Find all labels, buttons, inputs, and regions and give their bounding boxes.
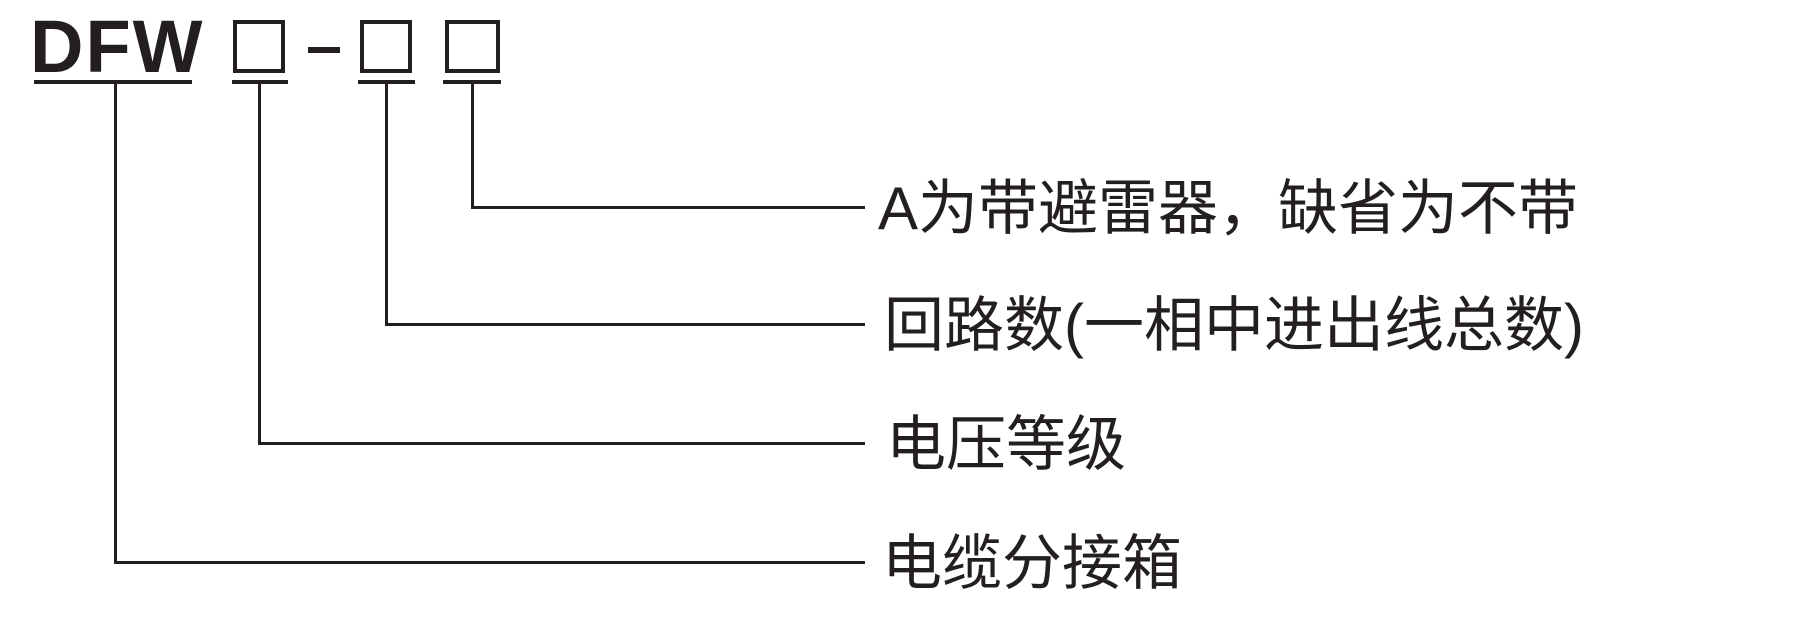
placeholder-box-voltage [233, 20, 285, 73]
underline-prefix [34, 80, 192, 84]
placeholder-box-arrester [445, 20, 500, 73]
underline-box-voltage [232, 80, 288, 84]
connector-circuits-line [385, 84, 865, 326]
connector-cable-box-line [114, 84, 865, 564]
dash-separator [308, 47, 340, 53]
model-prefix-text: DFW [30, 5, 205, 88]
label-cable-branch-box: 电缆分接箱 [882, 530, 1182, 597]
label-circuit-count: 回路数(一相中进出线总数) [884, 292, 1584, 359]
underline-box-arrester [443, 80, 501, 84]
placeholder-box-circuits [360, 20, 412, 73]
label-arrester-option: A为带避雷器，缺省为不带 [878, 175, 1579, 242]
connector-arrester-line [471, 84, 865, 209]
underline-box-circuits [358, 80, 415, 84]
label-voltage-level: 电压等级 [886, 411, 1126, 478]
connector-voltage-line [258, 84, 865, 445]
